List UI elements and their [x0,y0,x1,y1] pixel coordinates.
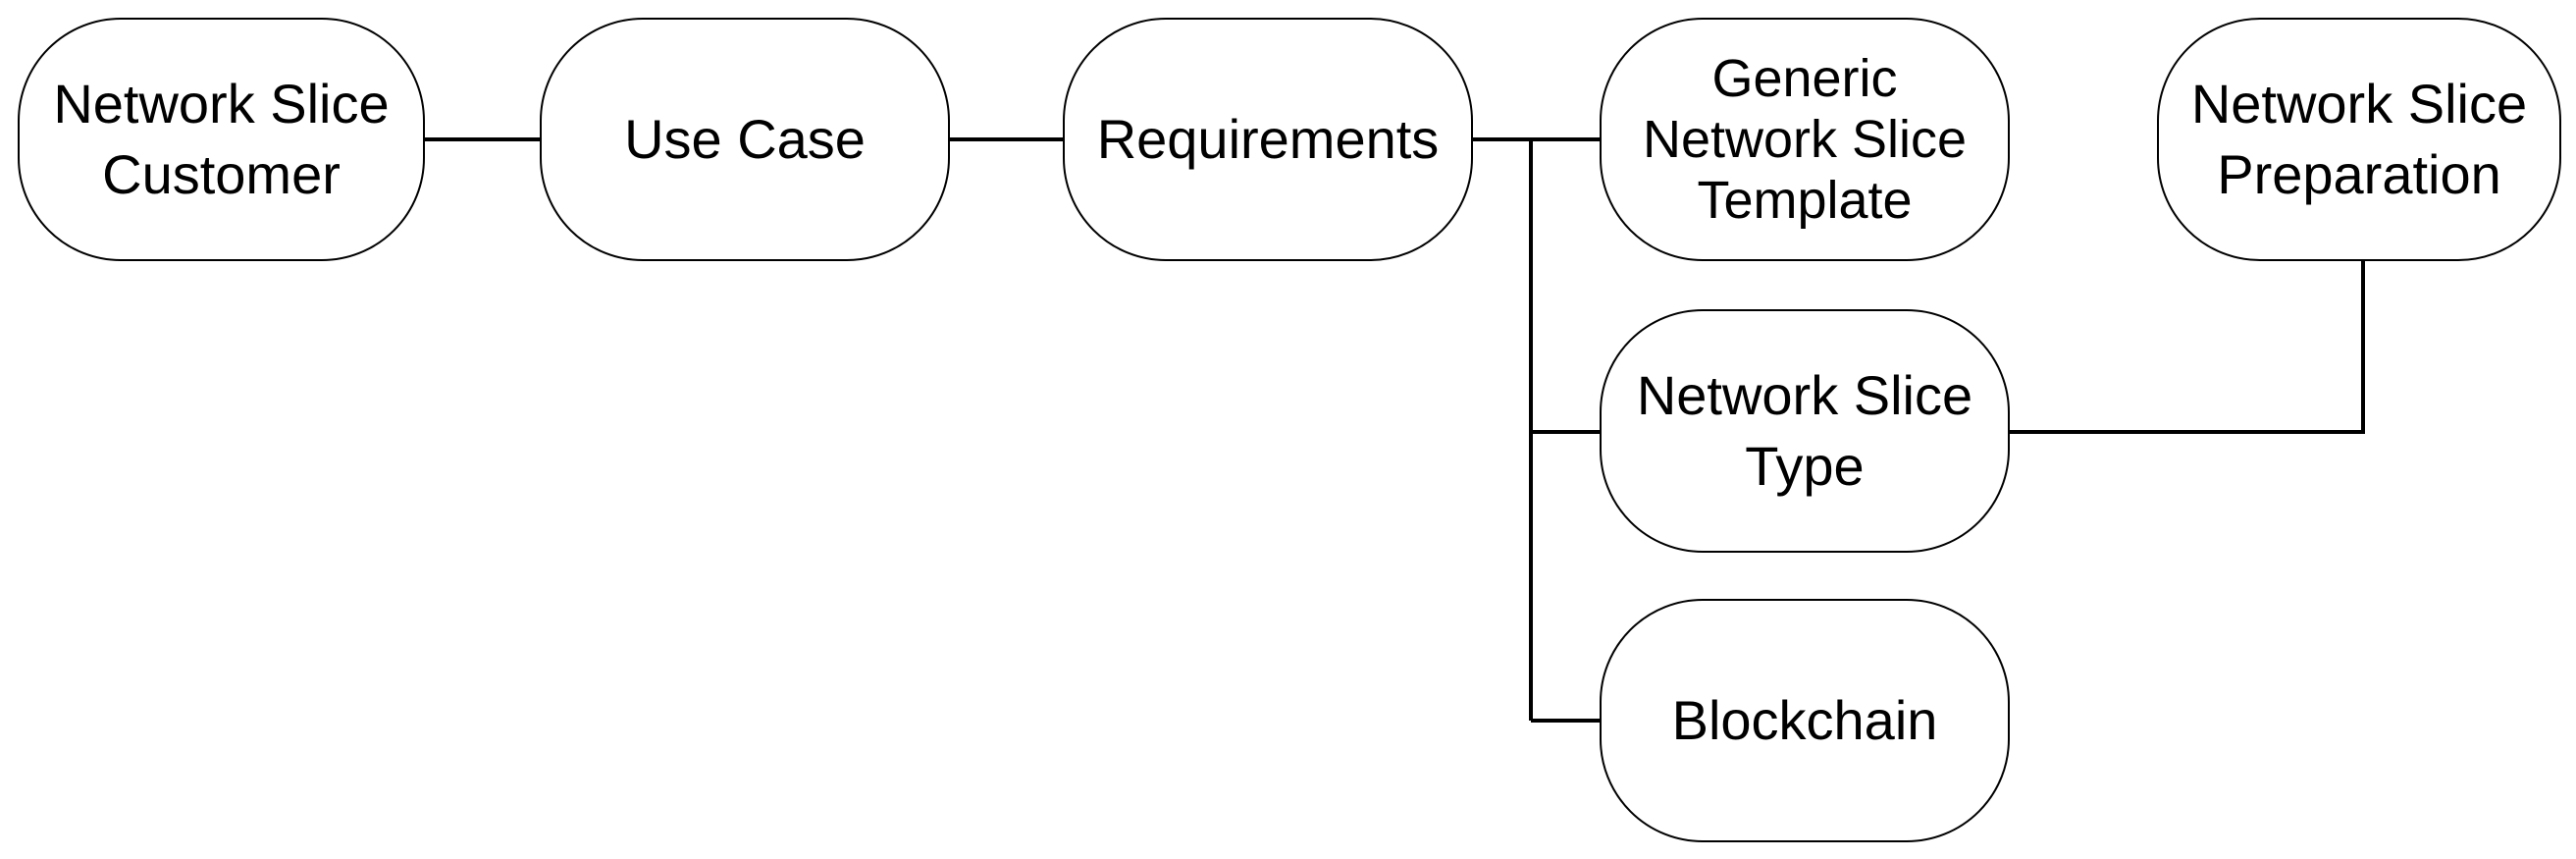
node-label-line: Blockchain [1671,689,1938,751]
node-label-line: Network Slice [1642,110,1968,169]
node-requirements[interactable]: Requirements [1063,18,1473,261]
node-label-line: Network Slice [2190,73,2528,134]
node-label-line: Network Slice [53,73,390,134]
node-network-slice-preparation[interactable]: Network Slice Preparation [2157,18,2561,261]
node-network-slice-type[interactable]: Network Slice Type [1600,309,2010,553]
node-label-line: Type [1745,435,1865,497]
node-label-line: Use Case [624,108,866,170]
node-label-line: Requirements [1096,108,1440,170]
node-use-case[interactable]: Use Case [540,18,950,261]
node-label-line: Generic [1711,49,1898,108]
node-label-line: Template [1697,171,1913,230]
node-network-slice-customer[interactable]: Network Slice Customer [18,18,425,261]
connector-type-preparation [2010,261,2365,434]
node-label-line: Preparation [2217,143,2501,205]
node-label-line: Network Slice [1636,364,1973,426]
node-blockchain[interactable]: Blockchain [1600,599,2010,842]
node-generic-network-slice-template[interactable]: Generic Network Slice Template [1600,18,2010,261]
node-label-line: Customer [102,143,341,205]
